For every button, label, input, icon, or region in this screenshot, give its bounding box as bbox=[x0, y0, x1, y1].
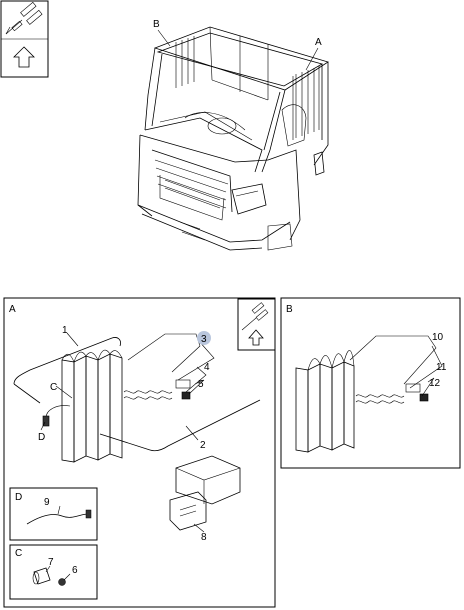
callout-d-a: D bbox=[38, 432, 45, 443]
curtain-folds-a bbox=[61, 349, 123, 463]
detail-panel-a: A bbox=[3, 297, 276, 608]
callout-5: 5 bbox=[198, 379, 204, 390]
callout-9: 9 bbox=[44, 497, 50, 508]
callout-8: 8 bbox=[201, 532, 207, 543]
callout-2: 2 bbox=[200, 440, 206, 451]
callout-7: 7 bbox=[48, 557, 54, 568]
callout-1: 1 bbox=[62, 325, 68, 336]
panel-b-title: B bbox=[286, 304, 293, 315]
up-arrow-icon bbox=[248, 329, 264, 346]
orientation-thumbnail-inset bbox=[237, 298, 276, 351]
callout-4: 4 bbox=[204, 362, 210, 373]
panel-d-title: D bbox=[15, 492, 22, 503]
orientation-thumbnail-top bbox=[0, 0, 49, 78]
panel-a-title: A bbox=[9, 304, 16, 315]
callout-3: 3 bbox=[201, 334, 207, 345]
detail-panel-d: D 9 bbox=[9, 487, 98, 541]
callout-6: 6 bbox=[72, 565, 78, 576]
panel-c-title: C bbox=[15, 548, 22, 559]
callout-c-a: C bbox=[50, 382, 57, 393]
detail-panel-b: B 10 11 12 bbox=[280, 297, 461, 469]
label-b-top: B bbox=[153, 19, 160, 30]
highlight-circle bbox=[197, 331, 211, 345]
truck-cab-illustration bbox=[137, 26, 329, 251]
top-view-labels: B A bbox=[153, 19, 322, 71]
detail-panel-c: C 7 6 bbox=[9, 544, 98, 600]
up-arrow-icon bbox=[13, 46, 35, 68]
callout-11: 11 bbox=[436, 362, 447, 373]
curtain-folds-b bbox=[295, 350, 355, 453]
bracket-clip-part: 8 bbox=[169, 455, 241, 543]
callout-12: 12 bbox=[429, 378, 441, 389]
leader-lines-a bbox=[40, 332, 215, 441]
label-a-top: A bbox=[315, 37, 322, 48]
callout-10: 10 bbox=[432, 332, 444, 343]
